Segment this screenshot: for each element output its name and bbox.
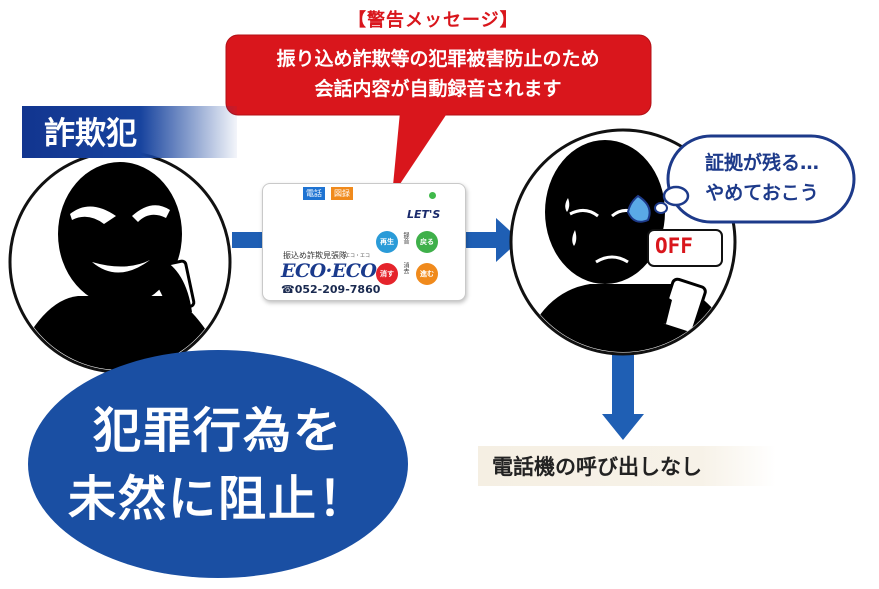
result-box bbox=[478, 446, 776, 486]
warning-message: 振り込め詐欺等の犯罪被害防止のため 会話内容が自動録音されます bbox=[238, 44, 638, 104]
status-led-icon bbox=[429, 192, 436, 199]
device-delete-button: 消す bbox=[376, 263, 398, 285]
device-side-label-1: 録音 bbox=[402, 232, 409, 244]
off-label: OFF bbox=[655, 234, 693, 258]
connector-bar-right bbox=[462, 232, 498, 248]
fraudster-label: 詐欺犯 bbox=[44, 116, 137, 152]
device-phone-number: ☎052-209-7860 bbox=[281, 283, 381, 296]
device-back-button: 戻る bbox=[416, 231, 438, 253]
device-tab-phone: 電話 bbox=[303, 187, 325, 200]
device-forward-button: 進む bbox=[416, 263, 438, 285]
slogan-line-2: 未然に阻止！ bbox=[67, 471, 368, 527]
fraudster-illustration bbox=[8, 150, 232, 374]
recording-device: 電話 図録 LET'S 再生 戻る 消す 進む 録音 消去 振込め詐欺見張隊 エ… bbox=[262, 183, 466, 301]
off-screen-display bbox=[647, 229, 723, 267]
thought-bubble bbox=[654, 134, 856, 224]
device-subtitle: 振込め詐欺見張隊 bbox=[283, 251, 347, 260]
thought-line-1: 証拠が残る… bbox=[704, 152, 819, 174]
sweat-drop-icon bbox=[626, 194, 651, 223]
connector-bar-left bbox=[232, 232, 266, 248]
fraudster-tag bbox=[22, 106, 237, 158]
device-maker-logo: LET'S bbox=[407, 208, 441, 221]
slogan-oval bbox=[28, 350, 408, 578]
device-brand: ECO·ECO bbox=[281, 260, 377, 282]
device-small-text: エコ・エコ bbox=[345, 253, 371, 259]
slogan-line-1: 犯罪行為を bbox=[92, 403, 343, 459]
warning-line-1: 振り込め詐欺等の犯罪被害防止のため bbox=[276, 48, 600, 70]
device-side-label-2: 消去 bbox=[402, 262, 409, 274]
device-tab-record: 図録 bbox=[331, 187, 353, 200]
warning-speech-bubble bbox=[225, 34, 652, 196]
warning-line-2: 会話内容が自動録音されます bbox=[314, 78, 562, 100]
thought-line-2: やめておこう bbox=[705, 182, 819, 204]
device-play-button: 再生 bbox=[376, 231, 398, 253]
arrow-down-shaft bbox=[612, 346, 634, 416]
slogan: 犯罪行為を 未然に阻止！ bbox=[58, 397, 378, 533]
arrow-right-icon bbox=[496, 218, 520, 262]
arrow-down-icon bbox=[602, 414, 644, 440]
warning-title: 【警告メッセージ】 bbox=[348, 10, 519, 31]
result-text: 電話機の呼び出しなし bbox=[492, 455, 702, 479]
thought-text: 証拠が残る… やめておこう bbox=[682, 148, 842, 208]
